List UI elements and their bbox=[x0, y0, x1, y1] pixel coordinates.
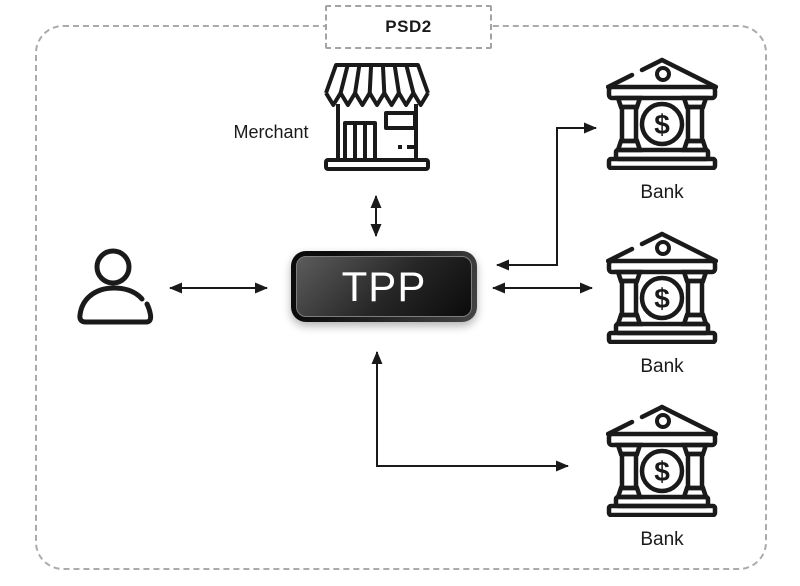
psd2-tag-label: PSD2 bbox=[385, 17, 432, 36]
bank-icon bbox=[606, 56, 718, 170]
user-icon bbox=[76, 246, 154, 328]
bank-3: Bank bbox=[606, 403, 718, 551]
tpp-box-inner: TPP bbox=[296, 256, 472, 317]
tpp-label: TPP bbox=[341, 262, 427, 310]
bank-icon bbox=[606, 230, 718, 344]
tpp-bank3-arrow bbox=[371, 351, 569, 472]
bank-2-label: Bank bbox=[640, 356, 684, 377]
tpp-bank1-arrow bbox=[496, 122, 597, 271]
bank-3-label: Bank bbox=[640, 529, 684, 550]
tpp-box: TPP bbox=[291, 251, 477, 322]
merchant-store-icon bbox=[323, 60, 431, 172]
bank-2: Bank bbox=[606, 230, 718, 378]
bank-1: Bank bbox=[606, 56, 718, 204]
merchant-label: Merchant bbox=[233, 122, 309, 142]
bank-1-label: Bank bbox=[640, 182, 684, 203]
bank-icon bbox=[606, 403, 718, 517]
psd2-tag-box: PSD2 bbox=[325, 5, 492, 49]
